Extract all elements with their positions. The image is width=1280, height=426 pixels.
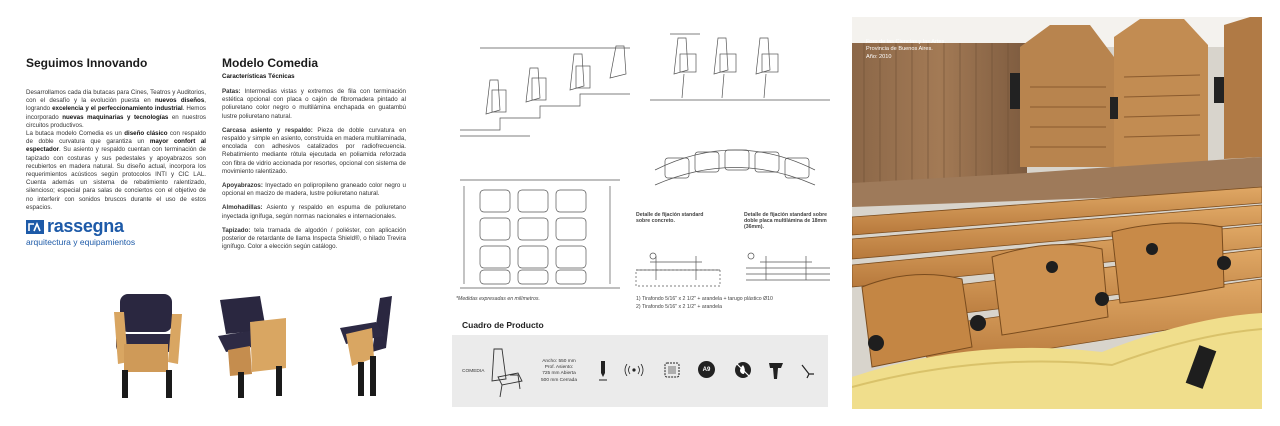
fixing-note-2: 2) Tirafondo 5/16" x 2 1/2" + arandela (636, 304, 723, 310)
detail-concrete-title: Detalle de fijación standard sobre concr… (636, 212, 704, 224)
angle-icon (801, 364, 814, 379)
chair-front-view (114, 294, 182, 398)
stepped-section-drawing (460, 45, 630, 137)
measures-note: *Medidas expresadas en milímetros. (456, 296, 540, 302)
product-model: COMEDIA (462, 369, 485, 374)
curved-row-plan (654, 149, 816, 186)
spec-patas: Patas: Intermedias vistas y extremos de … (222, 88, 406, 120)
sound-icon (624, 364, 644, 376)
chair-side-view (340, 296, 392, 396)
chair-photos (114, 294, 392, 398)
seating-plan-grid (460, 179, 620, 289)
fabric-icon (664, 362, 680, 378)
armrest-icon (769, 363, 783, 379)
no-fire-icon (735, 362, 751, 378)
logo-mark-icon (26, 219, 44, 234)
heading-modelo-comedia: Modelo Comedia (222, 56, 319, 70)
product-dimensions: Ancho: 550 mm Prof. Asiento: 725 mm Abie… (541, 359, 577, 383)
product-box: COMEDIA Ancho: 550 mm Prof. Asiento: 725… (452, 335, 828, 407)
rassegna-logo: rassegna arquitectura y equipamientos (26, 216, 135, 247)
spec-carcasa: Carcasa asiento y respaldo: Pieza de dob… (222, 126, 406, 175)
auditorium-photo: Foro de las Ciencias y las Artes. Provin… (852, 17, 1262, 409)
specs-list: Patas: Intermedias vistas y extremos de … (222, 88, 406, 257)
spec-tapizado: Tapizado: tela tramada de algodón / poli… (222, 226, 406, 251)
technical-drawings (460, 33, 830, 289)
photo-caption: Foro de las Ciencias y las Artes. Provin… (866, 39, 946, 60)
detail-plywood-title: Detalle de fijación standard sobre doble… (744, 212, 828, 230)
comedia-paragraph: La butaca modelo Comedia es un diseño cl… (26, 130, 206, 211)
fixing-detail-concrete (635, 252, 721, 287)
spec-apoyabrazos: Apoyabrazos: Inyectado en polipropileno … (222, 182, 406, 198)
product-box-title: Cuadro de Producto (462, 320, 544, 330)
pen-icon (599, 361, 607, 381)
logo-name: rassegna (47, 216, 124, 236)
subheading-caracteristicas: Características Técnicas (222, 73, 295, 80)
chair-angle-view (218, 296, 286, 398)
fixing-note-1: 1) Tirafondo 5/16" x 2 1/2" + arandela +… (636, 296, 773, 302)
chair-side-elevations (650, 33, 830, 101)
spec-almohadillas: Almohadillas: Asiento y respaldo en espu… (222, 204, 406, 220)
heading-seguimos-innovando: Seguimos Innovando (26, 56, 148, 70)
logo-tagline: arquitectura y equipamientos (26, 237, 136, 247)
intro-paragraph: Desarrollamos cada día butacas para Cine… (26, 89, 207, 129)
a9-badge-icon: A9 (698, 361, 715, 378)
chair-profile-icon (491, 348, 523, 398)
fixing-detail-plywood (746, 252, 830, 281)
